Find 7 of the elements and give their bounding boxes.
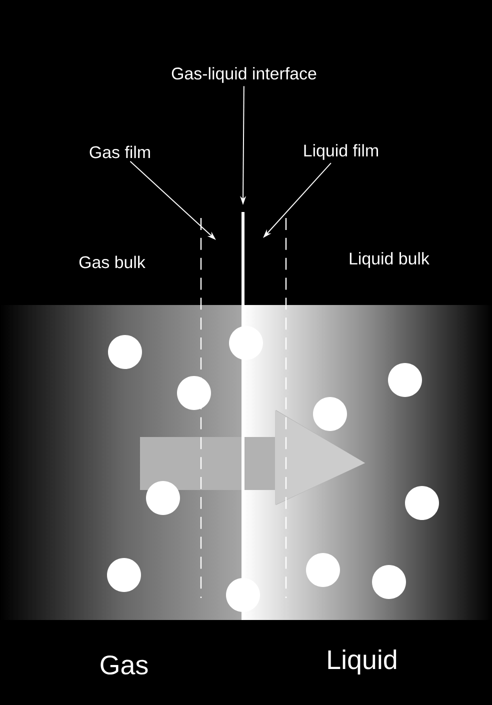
callout-text: Gas film xyxy=(90,146,150,158)
region-label: Liquid bulk xyxy=(350,252,430,268)
region-label: Gas xyxy=(100,655,148,675)
region-label: Liquid xyxy=(328,649,396,675)
region-label: Gas bulk xyxy=(79,256,146,268)
callout-text: Gas-liquid interface xyxy=(172,67,316,83)
callout-text: Liquid film xyxy=(304,144,378,160)
